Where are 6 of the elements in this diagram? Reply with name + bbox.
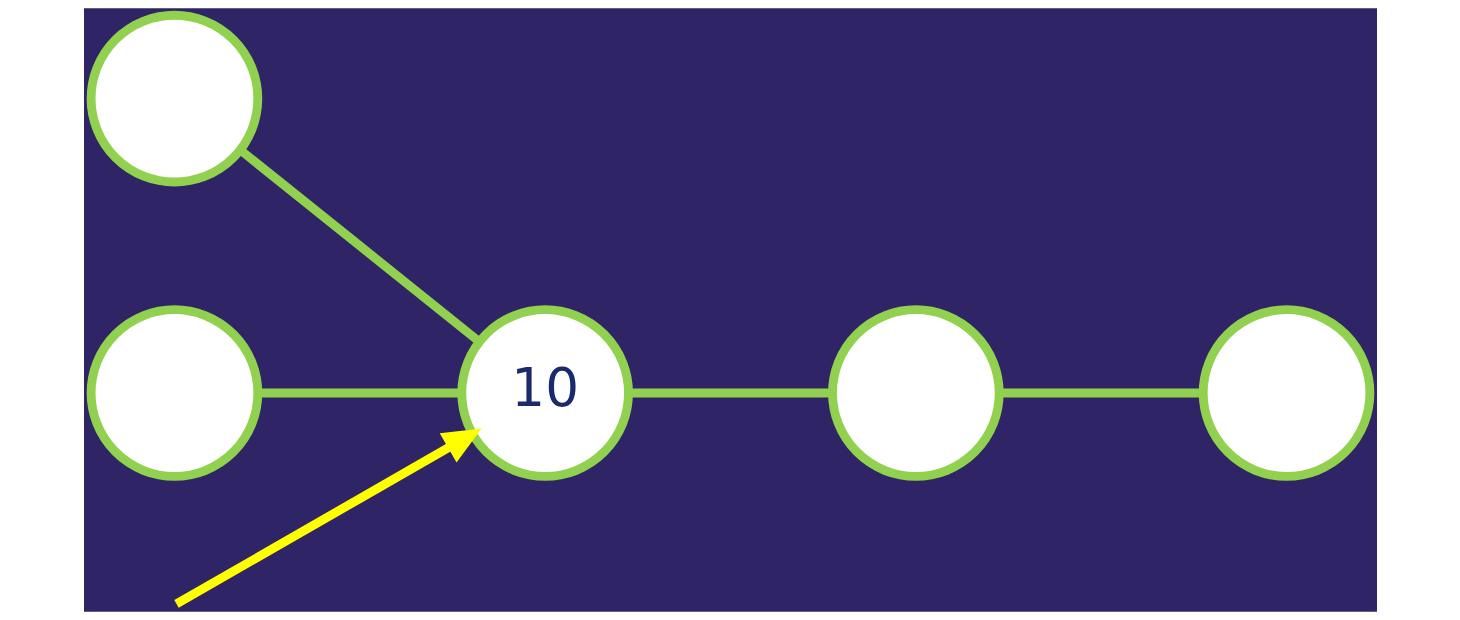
node-circle: 10 bbox=[456, 305, 633, 481]
node-circle bbox=[1198, 305, 1374, 481]
node-circle bbox=[86, 305, 262, 481]
node-circle bbox=[827, 305, 1004, 481]
node-circle bbox=[86, 10, 262, 187]
arrow bbox=[173, 428, 482, 608]
